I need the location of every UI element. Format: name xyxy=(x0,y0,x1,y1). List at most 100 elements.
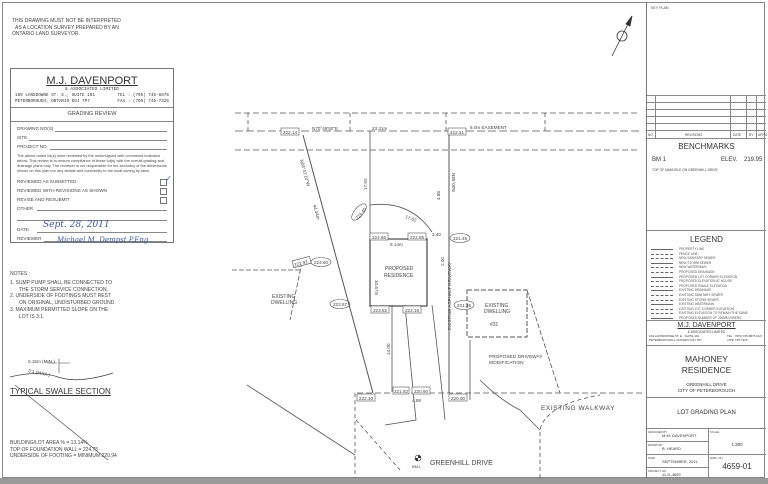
stat-line: UNDERSIDE OF FOOTING = MINIMUM 220.94 xyxy=(10,453,117,459)
dimension: 10.67m xyxy=(374,280,379,295)
legend-symbol xyxy=(651,265,673,269)
designed-label: DESIGNED BY xyxy=(648,430,668,434)
benchmark-elev: 219.95 xyxy=(744,157,763,163)
review-phone: FAX : (705) 745-7325 xyxy=(117,98,169,104)
existing-dwelling-label: DWELLING xyxy=(271,300,297,306)
swale-section-title: TYPICAL SWALE SECTION xyxy=(10,387,111,396)
project-no-field[interactable] xyxy=(49,144,167,150)
swale-slope-label: 3:1 (MAX.) xyxy=(28,368,51,378)
site-label: SITE xyxy=(17,135,28,140)
site-field[interactable] xyxy=(29,135,167,141)
legend-label: NEW WATERMAIN xyxy=(679,265,707,270)
scan-edge xyxy=(0,478,768,484)
note-item: 1. SUMP PUMP SHALL BE CONNECTED TO xyxy=(10,279,112,286)
legend-label: PROPOSED NUMBER OF 200mm RISERS xyxy=(679,315,742,320)
check-mark-icon: ✓ xyxy=(165,173,172,183)
notes-title: NOTES : xyxy=(10,271,31,277)
drawn-by: B. HEARD xyxy=(662,446,681,451)
review-firm: M.J. DAVENPORT xyxy=(46,75,138,87)
reviewer-field[interactable] xyxy=(43,236,167,242)
drawing-no-label: DRAWING NO(S) xyxy=(17,126,54,131)
elev-label: 221.35 xyxy=(457,303,471,308)
easement-label: 6.0m EASEMENT xyxy=(470,125,507,130)
site-plan: 222.14 222.51 224.66 222.85 223.82 222.1… xyxy=(14,15,645,478)
date-field[interactable] xyxy=(36,227,167,233)
left-lot-line xyxy=(302,134,374,394)
legend-item: PROPOSED DRAINAGE xyxy=(651,270,764,275)
option-revise-resubmit[interactable]: REVISE AND RESUBMIT xyxy=(17,196,167,206)
rev-header: APP'D xyxy=(758,133,768,137)
legend-item: PROPOSED LOT CORNER ELEVATION xyxy=(651,275,764,280)
easement-line xyxy=(235,112,640,151)
legend-label: NEW SANITARY SEWER xyxy=(679,256,716,261)
elev-label: 222.85 xyxy=(410,235,424,240)
legend-symbol xyxy=(651,261,673,264)
legend-symbol xyxy=(651,256,673,260)
notes: NOTES : 1. SUMP PUMP SHALL BE CONNECTED … xyxy=(10,271,116,321)
disclaimer-line: AS A LOCATION SURVEY PREPARED BY AN xyxy=(15,24,119,31)
legend-label: EXISTING ELEVATION TO REMAIN THE SAME xyxy=(679,311,748,316)
disclaimer-line: ONTARIO LAND SURVEYOR. xyxy=(12,31,80,37)
existing-dwelling-label: EXISTING xyxy=(272,294,295,300)
benchmark-elev-label: ELEV. xyxy=(721,157,738,163)
rev-header: DATE xyxy=(733,133,742,137)
other-label: OTHER xyxy=(17,205,34,211)
note-item: 3. MAXIMUM PERMITTED SLOPE ON THE xyxy=(10,306,109,313)
review-phone: TEL : (705) 745-6876 xyxy=(117,93,169,98)
benchmarks-title: BENCHMARKS xyxy=(678,142,735,151)
building-stats: BUILDING/LOT AREA % = 13.14% TOP OF FOUN… xyxy=(10,440,117,460)
checkbox[interactable] xyxy=(160,187,167,195)
existing-dwelling-label: DWELLING xyxy=(484,309,510,315)
residence-label: RESIDENCE xyxy=(384,273,414,279)
date-label: DATE xyxy=(648,456,656,460)
option-label: REVIEWED WITH REVISIONS AS SHOWN xyxy=(17,187,107,193)
legend-symbol xyxy=(651,270,673,273)
driveway-label: PROPOSED DRIVEWAY xyxy=(489,354,543,360)
reviewer-label: REVIEWER xyxy=(17,235,42,241)
rev-header: BY xyxy=(749,133,754,137)
elev-label: 221.82 xyxy=(394,389,408,394)
elev-label: 222.92 xyxy=(293,259,308,268)
length-left: 44.44m xyxy=(312,204,321,220)
driveway-label: MODIFICATION xyxy=(489,360,524,366)
checkbox-checked[interactable] xyxy=(160,178,167,186)
stat-line: BUILDING/LOT AREA % = 13.14% xyxy=(10,440,88,446)
option-reviewed-as-submitted[interactable]: REVIEWED AS SUBMITTED✓ xyxy=(17,174,172,188)
grading-review-stamp: M.J. DAVENPORT & ASSOCIATES LIMITED 169 … xyxy=(10,68,174,243)
legend-item: PROPOSED ELEVATION AT HOUSE xyxy=(651,279,764,284)
legend-symbol xyxy=(651,298,673,301)
project-no-label: PROJECT NO. xyxy=(648,469,667,473)
drawing-no-field[interactable] xyxy=(55,126,167,132)
project-no-label: PROJECT NO. xyxy=(17,144,48,149)
review-statement: The above noted lot(s) were reviewed by … xyxy=(17,153,167,173)
legend-item: PROPERTY LINE xyxy=(651,247,764,252)
location-line: GREENHILL DRIVE xyxy=(686,382,727,387)
legend-label: PROPOSED DRAINAGE xyxy=(679,269,715,274)
sheet-title: LOT GRADING PLAN xyxy=(677,410,736,416)
existing-dwelling-label: EXISTING xyxy=(485,303,508,309)
street-name: GREENHILL DRIVE xyxy=(430,460,493,467)
legend-item: NEW WATERMAIN xyxy=(651,265,764,270)
oval-elevations xyxy=(310,203,475,310)
legend-symbol xyxy=(651,307,673,310)
review-address: PETERBOROUGH, ONTARIO K9J 7P7 xyxy=(15,98,90,104)
elev-label: 223.67 xyxy=(333,302,347,307)
legend-symbol xyxy=(651,311,673,315)
bearing-left: N04°41'10"W xyxy=(299,159,311,187)
legend-label: PROPOSED LOT CORNER ELEVATION xyxy=(679,274,738,279)
dimension: 2.00 xyxy=(440,257,445,266)
checkbox[interactable] xyxy=(160,196,167,204)
legend-label: EXISTING STORM SEWER xyxy=(679,297,719,302)
scale-label: SCALE xyxy=(710,430,720,434)
benchmark-desc: TOP OF MANHOLE ON GREENHILL DRIVE xyxy=(652,168,718,172)
legend-symbol xyxy=(651,252,673,255)
legend-symbol xyxy=(651,284,673,287)
dimension: 14.00 xyxy=(386,343,391,355)
swale-depth-label: 0.15m (MIN.) xyxy=(28,359,55,364)
option-reviewed-with-revisions[interactable]: REVIEWED WITH REVISIONS AS SHOWN xyxy=(17,187,167,197)
note-item: 2. UNDERSIDE OF FOOTINGS MUST REST xyxy=(10,293,112,300)
other-field[interactable] xyxy=(37,206,167,211)
option-label: REVISE AND RESUBMIT xyxy=(17,196,70,202)
